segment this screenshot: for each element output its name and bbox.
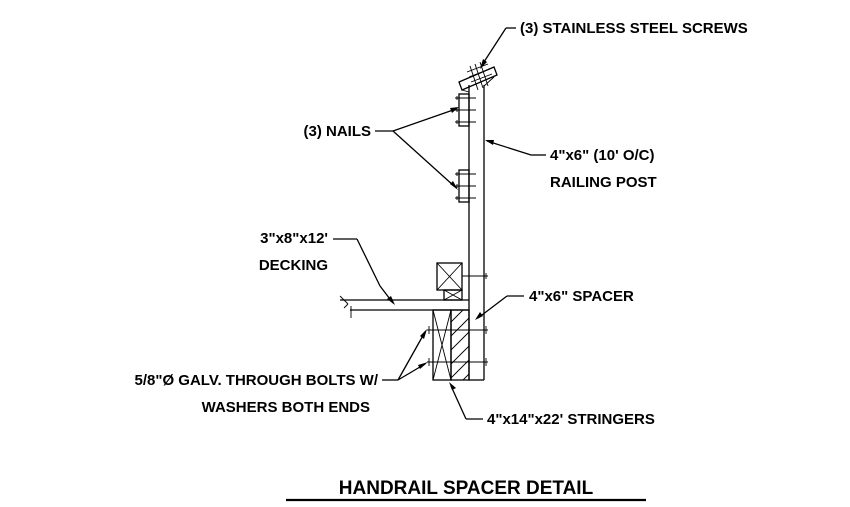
post-leader [485,140,546,156]
stainless-screws [466,61,493,91]
screws-label: (3) STAINLESS STEEL SCREWS [520,20,748,37]
bolts-label-line1: 5/8"Ø GALV. THROUGH BOLTS W/ [134,372,378,389]
small-block [443,289,463,301]
stringers-leader [449,382,483,420]
through-bolts [427,326,488,366]
stringers-and-spacer [432,309,470,381]
spacer-label: 4"x6" SPACER [529,288,634,305]
railing-post [468,85,485,381]
nails-label: (3) NAILS [304,123,372,140]
blocking [436,262,488,291]
post-label-line2: RAILING POST [550,174,657,191]
drawing-title: HANDRAIL SPACER DETAIL [339,478,594,499]
stringers-label: 4"x14"x22' STRINGERS [487,411,655,428]
bolts-label-line2: WASHERS BOTH ENDS [202,399,370,416]
spacer-leader [475,295,524,320]
bolts-leader [382,329,428,381]
upper-nails [455,93,476,127]
decking-leader [333,238,395,305]
decking-label-line1: 3"x8"x12' [260,230,328,247]
nails-leader [375,107,459,190]
screws-leader [480,27,516,69]
post-label-line1: 4"x6" (10' O/C) [550,147,655,164]
decking-label-line2: DECKING [259,257,328,274]
lower-nails [455,169,476,203]
